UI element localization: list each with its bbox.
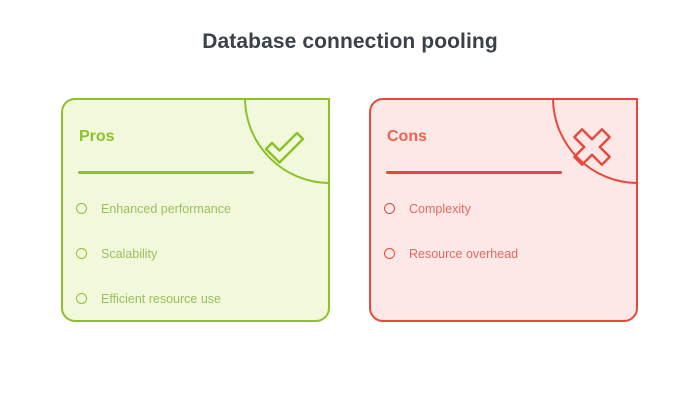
cons-item-list: Complexity Resource overhead (371, 186, 636, 276)
circle-bullet-icon (384, 203, 395, 214)
list-item-label: Complexity (409, 201, 471, 216)
circle-bullet-icon (76, 248, 87, 259)
list-item: Efficient resource use (63, 276, 328, 320)
cons-card: Cons Complexity Resource overhead (369, 98, 638, 322)
check-mark-icon (264, 131, 305, 164)
page-title: Database connection pooling (202, 30, 498, 53)
pros-item-list: Enhanced performance Scalability Efficie… (63, 186, 328, 320)
cons-divider (386, 171, 562, 174)
pros-heading: Pros (79, 128, 115, 145)
cons-heading: Cons (387, 128, 427, 145)
circle-bullet-icon (76, 293, 87, 304)
list-item: Resource overhead (371, 231, 636, 276)
list-item: Scalability (63, 231, 328, 276)
pros-card: Pros Enhanced performance Scalability Ef… (61, 98, 330, 322)
list-item-label: Scalability (101, 246, 158, 261)
cross-mark-icon (573, 128, 611, 166)
list-item-label: Efficient resource use (101, 291, 221, 306)
list-item-label: Enhanced performance (101, 201, 231, 216)
pros-divider (78, 171, 254, 174)
list-item: Enhanced performance (63, 186, 328, 231)
circle-bullet-icon (384, 248, 395, 259)
circle-bullet-icon (76, 203, 87, 214)
list-item-label: Resource overhead (409, 246, 519, 261)
list-item: Complexity (371, 186, 636, 231)
